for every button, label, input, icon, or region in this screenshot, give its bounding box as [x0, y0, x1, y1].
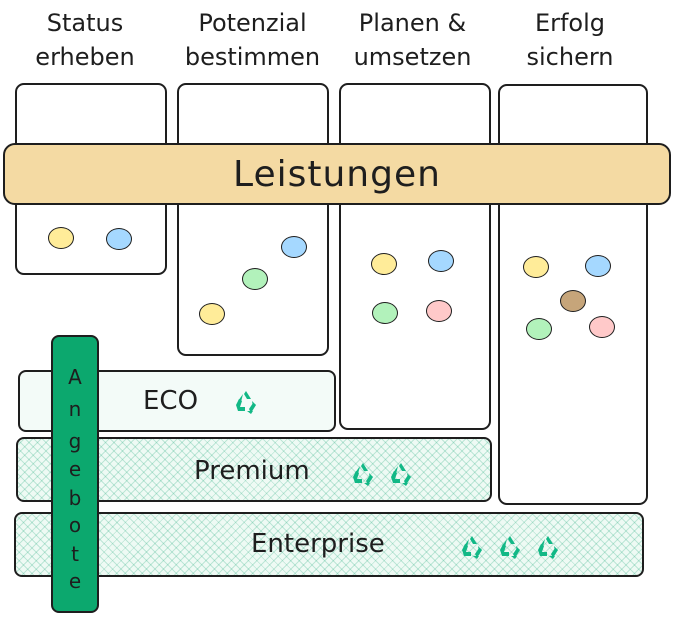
- dot-planen-yellow: [371, 253, 397, 275]
- tier-label-eco: ECO: [143, 386, 199, 416]
- dot-planen-blue: [428, 250, 454, 272]
- banner-label: Leistungen: [233, 153, 441, 195]
- angebote-letter: n: [68, 397, 82, 421]
- dot-erfolg-blue: [585, 255, 611, 277]
- dot-potenzial-green: [242, 268, 268, 290]
- dot-erfolg-green: [526, 318, 552, 340]
- angebote-letter: g: [68, 429, 82, 453]
- phase-title-potenzial: Potenzial bestimmen: [184, 9, 321, 71]
- recycle-icon: [538, 536, 558, 559]
- recycle-icon: [236, 391, 256, 414]
- recycle-icon: [353, 463, 373, 486]
- tier-label-premium: Premium: [194, 456, 310, 486]
- phase-title-status: Status erheben: [35, 9, 135, 71]
- angebote-letter: o: [68, 513, 82, 537]
- angebote-letter: t: [71, 542, 79, 566]
- angebote-bar: A n g e b o t e: [51, 335, 99, 613]
- tier-label-enterprise: Enterprise: [251, 529, 385, 559]
- dot-planen-pink: [426, 300, 452, 322]
- phase-column-planen: [339, 83, 491, 430]
- angebote-letter: A: [68, 365, 82, 389]
- dot-status-blue: [106, 228, 132, 250]
- phase-title-erfolg: Erfolg sichern: [526, 9, 614, 71]
- dot-erfolg-brown: [560, 290, 586, 312]
- phase-title-planen: Planen & umsetzen: [353, 9, 472, 71]
- dot-status-yellow: [48, 227, 74, 249]
- dot-erfolg-yellow: [523, 256, 549, 278]
- dot-potenzial-blue: [281, 236, 307, 258]
- recycle-icon: [391, 463, 411, 486]
- leaf-group-enterprise: [458, 534, 562, 560]
- tier-enterprise: Enterprise: [14, 512, 644, 577]
- angebote-letter: b: [68, 486, 82, 510]
- leistungen-banner: Leistungen: [3, 143, 671, 205]
- leaf-group-eco: [232, 389, 260, 415]
- recycle-icon: [462, 536, 482, 559]
- recycle-icon: [500, 536, 520, 559]
- dot-planen-green: [372, 302, 398, 324]
- angebote-letter: e: [68, 457, 82, 481]
- dot-potenzial-yellow: [199, 303, 225, 325]
- angebote-letter: e: [68, 569, 82, 593]
- leaf-group-premium: [349, 461, 415, 487]
- dot-erfolg-pink: [589, 316, 615, 338]
